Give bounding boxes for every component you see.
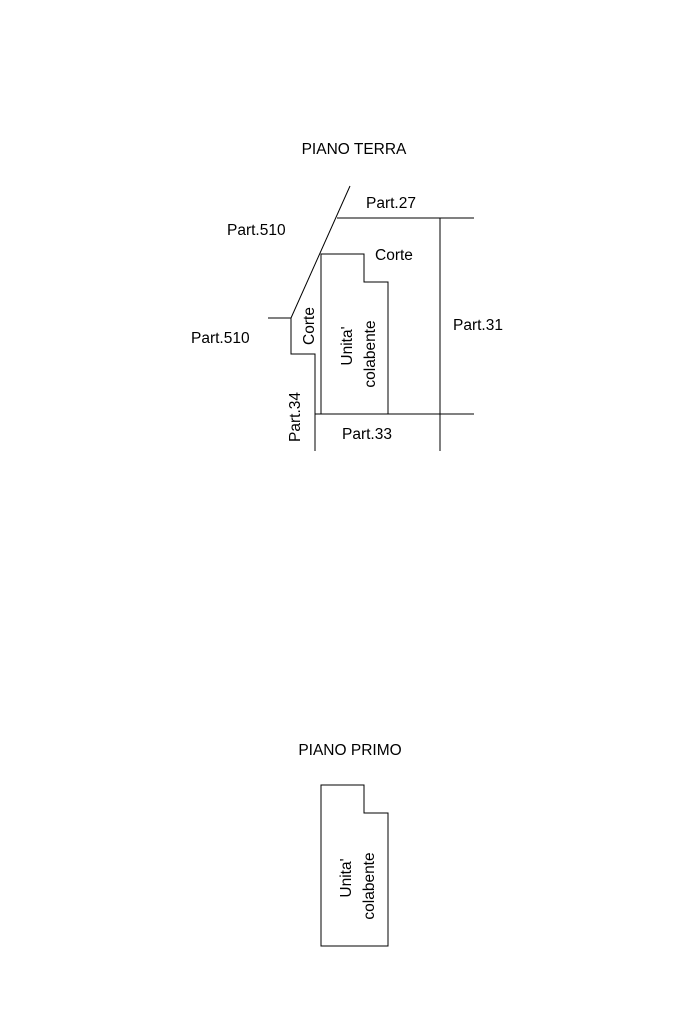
collapsed-unit-outline [320,253,389,414]
label-part-510-top: Part.510 [227,222,286,239]
first-floor-title: PIANO PRIMO [298,742,401,759]
ground-floor-plan: PIANO TERRA Part.27 Part.510 Corte Part.… [191,141,503,451]
label-unit-line1: Unita' [339,326,356,365]
label-part-34: Part.34 [287,392,304,442]
label-part-27: Part.27 [366,195,416,212]
first-floor-label-unit-line1: Unita' [338,858,355,897]
label-part-31: Part.31 [453,317,503,334]
first-floor-unit-outline [320,784,389,947]
label-unit-line2: colabente [362,320,379,387]
first-floor-plan: PIANO PRIMO Unita' colabente [298,742,402,947]
diagonal-boundary-line [290,185,351,319]
label-part-33: Part.33 [342,426,392,443]
ground-floor-title: PIANO TERRA [302,141,407,158]
label-corte-top: Corte [375,247,413,264]
first-floor-label-unit-line2: colabente [361,852,378,919]
label-corte-left: Corte [301,307,318,345]
courtyard-left-outline [290,318,316,451]
label-part-510-left: Part.510 [191,330,250,347]
